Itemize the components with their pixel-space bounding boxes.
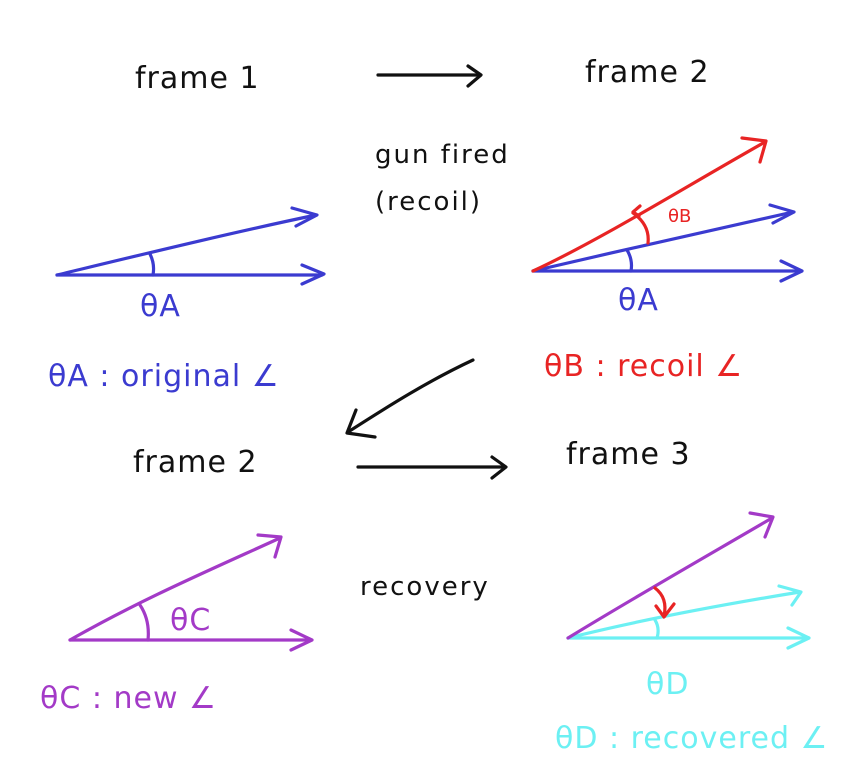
theta-a-tag-left: θA [140, 289, 181, 324]
frame-2-bottom-angle-diagram: θC [68, 533, 314, 652]
recoil-vector [531, 140, 767, 273]
frame-3-angle-diagram: θD [566, 511, 811, 702]
legend-theta-b: θB : recoil ∠ [544, 349, 743, 384]
theta-a-arc [625, 248, 634, 273]
new-aim-vector [68, 536, 282, 642]
aim-vector [531, 210, 795, 273]
recovery-arc [653, 586, 667, 618]
recoiled-aim-arrowhead [748, 511, 775, 539]
recovery-arc-tip [654, 602, 676, 619]
theta-c-arc [138, 603, 150, 642]
recovered-aim-vector [566, 590, 802, 640]
frame-1-angle-diagram: θA [55, 206, 326, 324]
baseline-arrowhead [289, 628, 314, 652]
angle-arc [148, 252, 156, 277]
arrow-frame1-to-frame2 [376, 64, 483, 88]
gun-fired-caption: gun fired [375, 140, 510, 170]
arrow-frame2-to-frame3 [356, 455, 508, 480]
aim-arrowhead [290, 206, 319, 228]
baseline-arrowhead [786, 626, 811, 650]
frame-2-top-label: frame 2 [585, 55, 710, 90]
theta-b-arc-tip [631, 204, 642, 218]
recoil-arrowhead [740, 136, 768, 164]
recoiled-aim-vector [566, 516, 774, 640]
theta-c-tag: θC [170, 603, 211, 638]
frame-1-label: frame 1 [135, 61, 260, 96]
theta-d-arc [653, 618, 660, 640]
arrow-frame2-to-frame2-bottom [345, 358, 475, 439]
legend-theta-d: θD : recovered ∠ [555, 721, 828, 756]
frame-2-angle-diagram: θA θB [531, 136, 804, 318]
aim-arrowhead [768, 203, 796, 225]
theta-b-tag: θB [668, 206, 691, 227]
theta-d-tag: θD [646, 667, 689, 702]
aim-vector [55, 213, 318, 277]
new-aim-arrowhead [256, 533, 283, 559]
frame-3-label: frame 3 [566, 437, 691, 472]
recoil-caption: (recoil) [375, 187, 482, 217]
recovery-caption: recovery [360, 572, 490, 602]
legend-theta-a: θA : original ∠ [48, 359, 280, 394]
legend-theta-c: θC : new ∠ [40, 681, 217, 716]
frame-2-bottom-label: frame 2 [133, 445, 258, 480]
theta-a-tag-right: θA [618, 283, 659, 318]
baseline-arrowhead [300, 263, 326, 286]
baseline-arrowhead [779, 259, 804, 283]
recovered-aim-arrowhead [777, 584, 803, 607]
